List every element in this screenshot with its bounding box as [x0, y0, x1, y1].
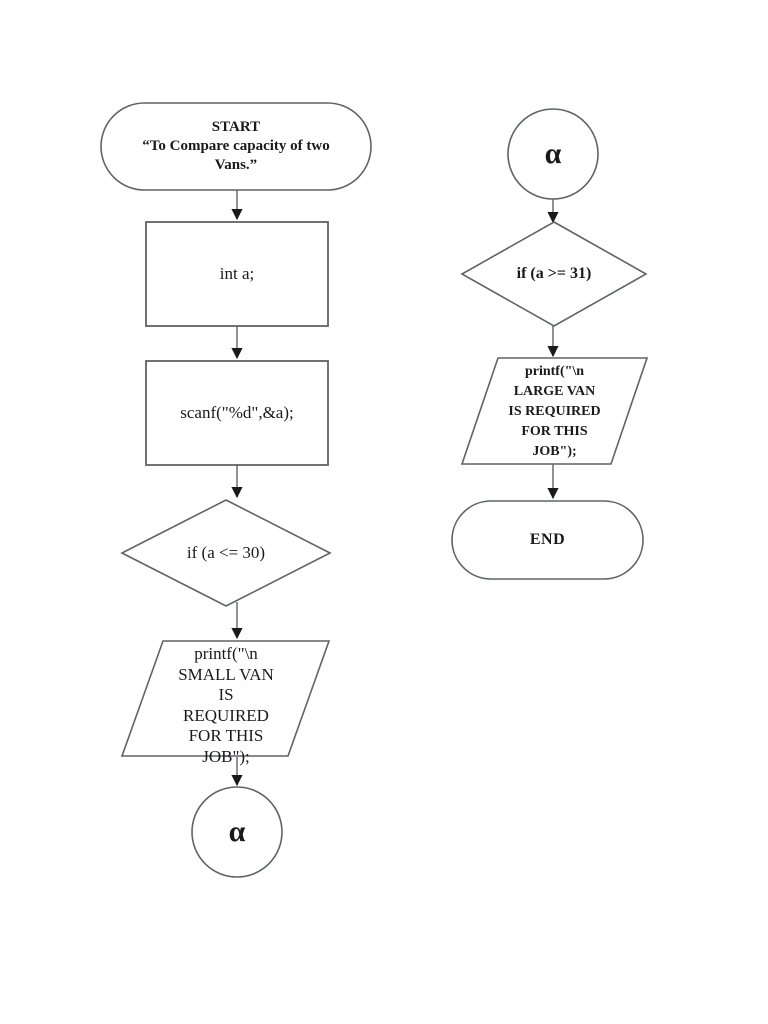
output-small-line: SMALL VAN [178, 664, 274, 684]
output-large-line: printf("\n [524, 364, 585, 379]
output-small-line: printf("\n [194, 644, 258, 663]
output-small-label: printf("\n SMALL VAN IS REQUIRED FOR THI… [122, 644, 330, 767]
output-large-parallelogram-shape [460, 357, 649, 465]
start-node-label: START “To Compare capacity of two Vans.” [101, 103, 371, 190]
decision-small-diamond-shape [120, 499, 332, 607]
start-title: START [211, 119, 261, 135]
output-small-line: IS [218, 685, 234, 704]
output-large-line: FOR THIS [521, 424, 588, 439]
connector-left-label: α [228, 815, 246, 848]
start-subtitle-line2: Vans.” [214, 157, 258, 173]
declare-node-label: int a; [219, 264, 255, 283]
output-large-label: printf("\n LARGE VAN IS REQUIRED FOR THI… [462, 362, 647, 462]
output-large-line: JOB"); [532, 444, 577, 459]
declare-process-shape [145, 221, 329, 327]
end-node-label: END [529, 531, 566, 548]
end-terminator-shape [451, 500, 644, 580]
output-small-line: REQUIRED [183, 705, 269, 725]
start-terminator-shape [100, 102, 372, 191]
decision-large-label: if (a >= 31) [516, 265, 592, 282]
output-small-line: JOB"); [202, 746, 250, 766]
output-small-parallelogram-shape [120, 640, 331, 757]
output-small-line: FOR THIS [188, 726, 264, 745]
connector-left-circle-shape [191, 786, 283, 878]
decision-small-label: if (a <= 30) [186, 543, 266, 562]
output-large-line: LARGE VAN [513, 384, 596, 399]
connector-right-label: α [544, 137, 562, 170]
input-node-label: scanf("%d",&a); [180, 403, 294, 422]
start-subtitle-line1: “To Compare capacity of two [142, 138, 330, 154]
decision-large-diamond-shape [460, 221, 648, 327]
output-large-line: IS REQUIRED [508, 404, 601, 419]
